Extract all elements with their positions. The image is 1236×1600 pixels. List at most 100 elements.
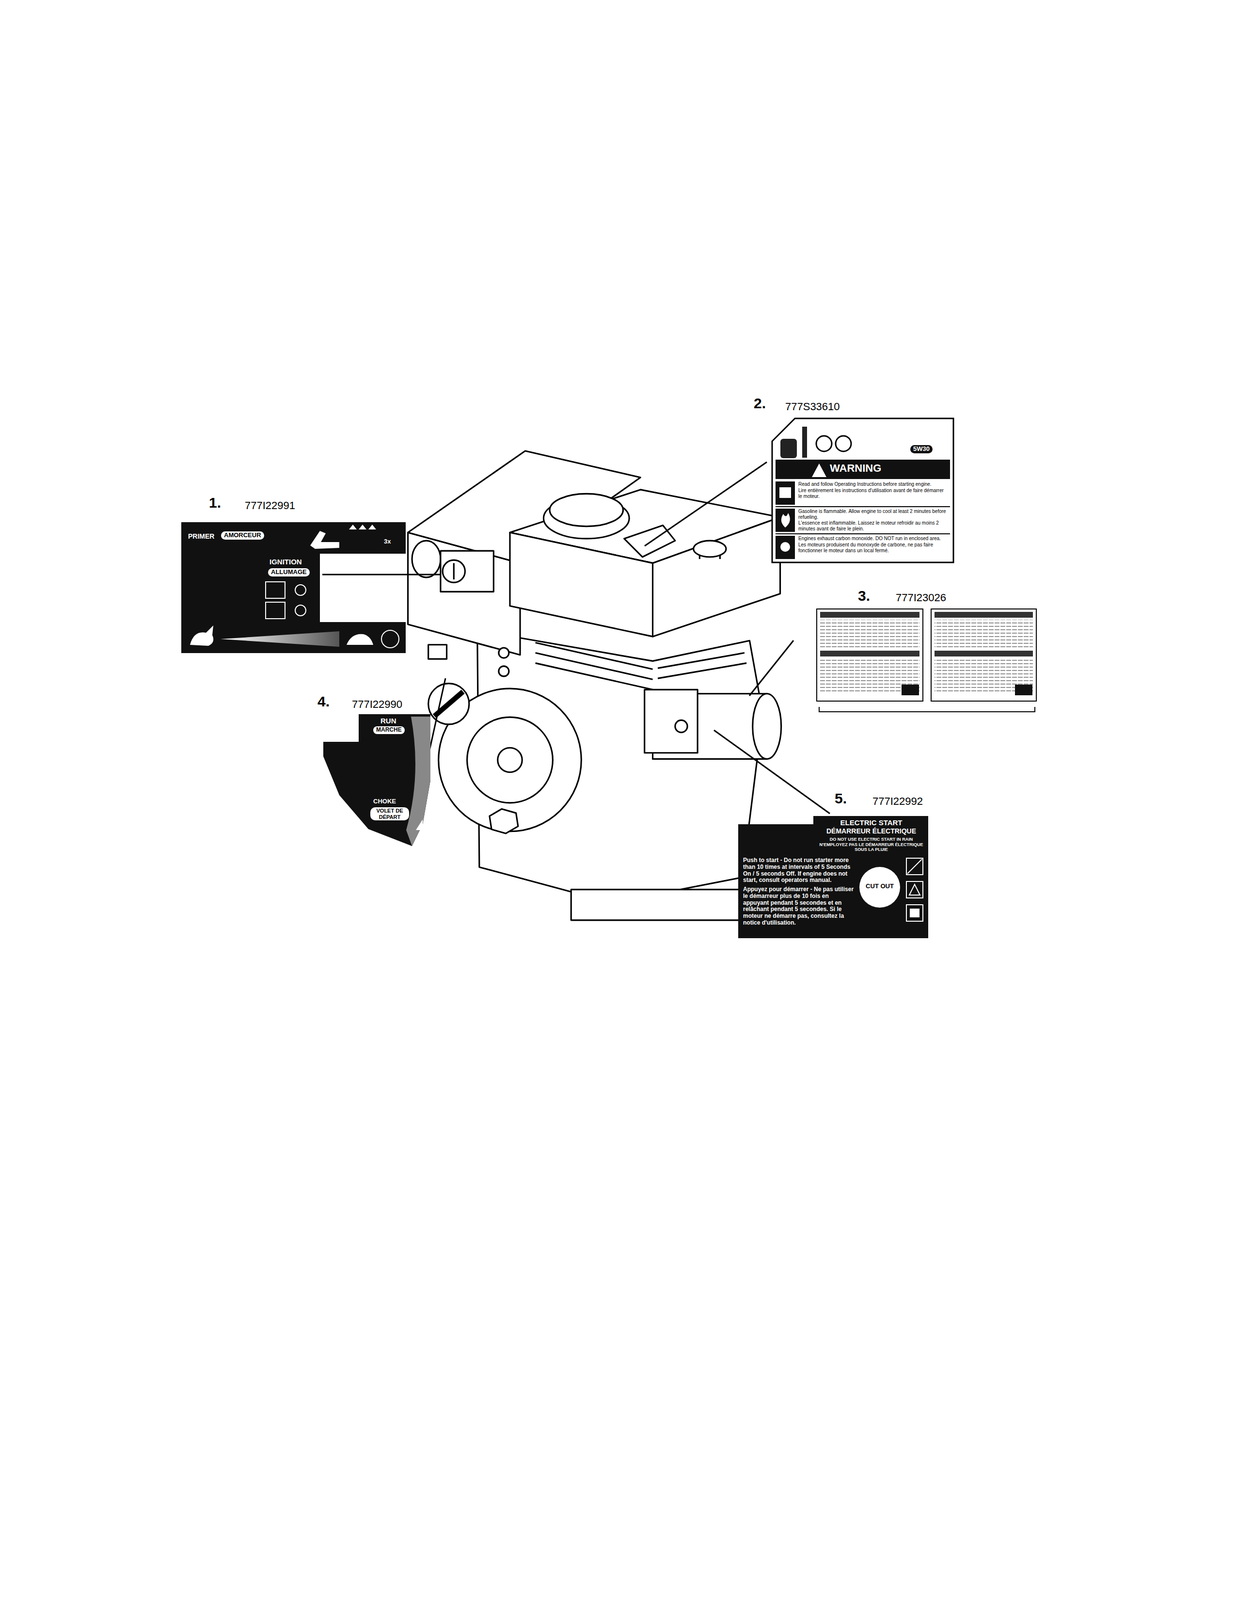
decal-text: Les moteurs produisent du monoxyde de ca… bbox=[798, 541, 949, 554]
decal-text: Push to start - Do not run starter more … bbox=[743, 856, 855, 884]
fumes-mark bbox=[780, 541, 791, 552]
logo-mark bbox=[901, 684, 920, 696]
warning-triangle bbox=[909, 884, 920, 895]
turtle-slow-icon bbox=[346, 633, 374, 645]
dipstick-icon bbox=[802, 426, 808, 458]
callout-number: 1. bbox=[208, 494, 222, 512]
decal-text: Read and follow Operating Instructions b… bbox=[798, 481, 949, 488]
manual-icon-mark bbox=[909, 908, 920, 918]
decal-text: CHOKE bbox=[373, 797, 397, 806]
starter-end-cap bbox=[752, 693, 782, 760]
fumes-icon bbox=[775, 535, 795, 559]
manual-icon-mark bbox=[779, 487, 792, 498]
starter-bracket bbox=[644, 689, 698, 753]
stop-symbol bbox=[381, 630, 399, 648]
part-number: 777S33610 bbox=[785, 400, 840, 413]
oil-level-icon bbox=[816, 435, 832, 452]
oil-bottle-icon bbox=[780, 438, 797, 459]
decal-shape bbox=[772, 418, 954, 563]
decal-5 bbox=[738, 815, 929, 938]
key-slot bbox=[453, 562, 455, 580]
starter-bolt bbox=[675, 719, 688, 732]
decal-text: DO NOT USE ELECTRIC START IN RAIN bbox=[816, 836, 926, 842]
decal-text: MARCHE bbox=[373, 726, 405, 734]
decal-shape bbox=[738, 815, 929, 938]
warning-bar bbox=[820, 650, 920, 657]
manual-icon bbox=[775, 481, 795, 505]
decal-1 bbox=[181, 522, 406, 653]
decal-shape bbox=[816, 608, 923, 701]
bolt bbox=[498, 647, 509, 658]
decal-text: AMORCEUR bbox=[221, 531, 265, 540]
push-button-cutout bbox=[859, 866, 901, 908]
warning-triangle bbox=[811, 463, 827, 477]
logo-mark bbox=[1014, 684, 1033, 696]
decal-text: N'EMPLOYEZ PAS LE DÉMARREUR ÉLECTRIQUE S… bbox=[816, 841, 926, 853]
decal-text: Appuyez pour démarrer - Ne pas utiliser … bbox=[743, 886, 855, 927]
fine-print bbox=[934, 619, 1033, 649]
decal-2 bbox=[772, 418, 954, 563]
primer-bulb bbox=[412, 540, 441, 578]
decal-text: ALLUMAGE bbox=[268, 568, 310, 577]
callout-number: 2. bbox=[753, 395, 766, 412]
warning-bar bbox=[775, 459, 951, 479]
part-number: 777I22991 bbox=[244, 499, 296, 512]
part-number: 777I22990 bbox=[351, 697, 403, 711]
warning-bar bbox=[934, 650, 1033, 657]
flame-mark bbox=[781, 512, 791, 528]
decal-text: Lire entièrement les instructions d'util… bbox=[798, 487, 949, 499]
callout-number: 4. bbox=[317, 693, 330, 711]
bolt bbox=[498, 665, 509, 677]
press-marks bbox=[348, 524, 377, 530]
cooling-fins bbox=[535, 642, 747, 690]
decal-text: VOLET DE DÉPART bbox=[370, 807, 410, 821]
decal-shape bbox=[323, 713, 431, 846]
throttle-wedge bbox=[220, 631, 340, 647]
decal-text: IGNITION bbox=[269, 557, 302, 566]
engine-base bbox=[570, 889, 743, 920]
choke-pointer bbox=[415, 819, 423, 830]
warning-bar bbox=[934, 611, 1033, 618]
rabbit-fast-icon bbox=[190, 625, 214, 646]
manual-icon bbox=[906, 904, 923, 921]
row-divider bbox=[775, 506, 951, 508]
decal-shape bbox=[931, 608, 1037, 701]
recoil-hub bbox=[497, 747, 523, 772]
decal-text: RUN bbox=[380, 716, 397, 725]
choke-lever bbox=[434, 691, 463, 716]
decal-heading: ELECTRIC START bbox=[816, 818, 926, 827]
decal-heading: DÉMARREUR ÉLECTRIQUE bbox=[816, 826, 926, 835]
off-symbol bbox=[295, 604, 306, 616]
decal-3 bbox=[816, 608, 1037, 712]
warning-icon bbox=[906, 881, 923, 898]
part-number: 777I23026 bbox=[895, 591, 947, 604]
fine-print bbox=[820, 619, 920, 649]
row-divider bbox=[775, 533, 951, 535]
decal-text: L'essence est inflammable. Laissez le mo… bbox=[798, 520, 949, 532]
leader-line bbox=[713, 729, 830, 814]
crankshaft-hex bbox=[489, 808, 519, 833]
oil-level-icon bbox=[835, 435, 852, 452]
button-text: CUT OUT bbox=[859, 882, 901, 890]
no-rain-slash bbox=[907, 858, 922, 874]
decal-shape bbox=[181, 522, 406, 653]
recoil-pulley bbox=[467, 716, 554, 803]
choke-arc bbox=[406, 716, 431, 846]
ignition-icon bbox=[265, 581, 286, 599]
choke-knob bbox=[428, 683, 470, 725]
fuel-cap-top bbox=[549, 493, 623, 526]
decal-text: PRIMER bbox=[188, 532, 215, 540]
warning-bar bbox=[820, 611, 920, 618]
fuel-tank-side bbox=[652, 517, 781, 637]
small-decal bbox=[428, 644, 447, 659]
control-panel bbox=[440, 550, 494, 592]
decal-text: Engines exhaust carbon monoxide. DO NOT … bbox=[798, 535, 949, 542]
engine-drawing bbox=[408, 450, 782, 920]
leader-line bbox=[322, 573, 441, 576]
decal-text: Gasoline is flammable. Allow engine to c… bbox=[798, 508, 949, 520]
bracket bbox=[819, 706, 1035, 712]
no-rain-icon bbox=[906, 857, 923, 875]
callout-number: 5. bbox=[834, 790, 847, 808]
